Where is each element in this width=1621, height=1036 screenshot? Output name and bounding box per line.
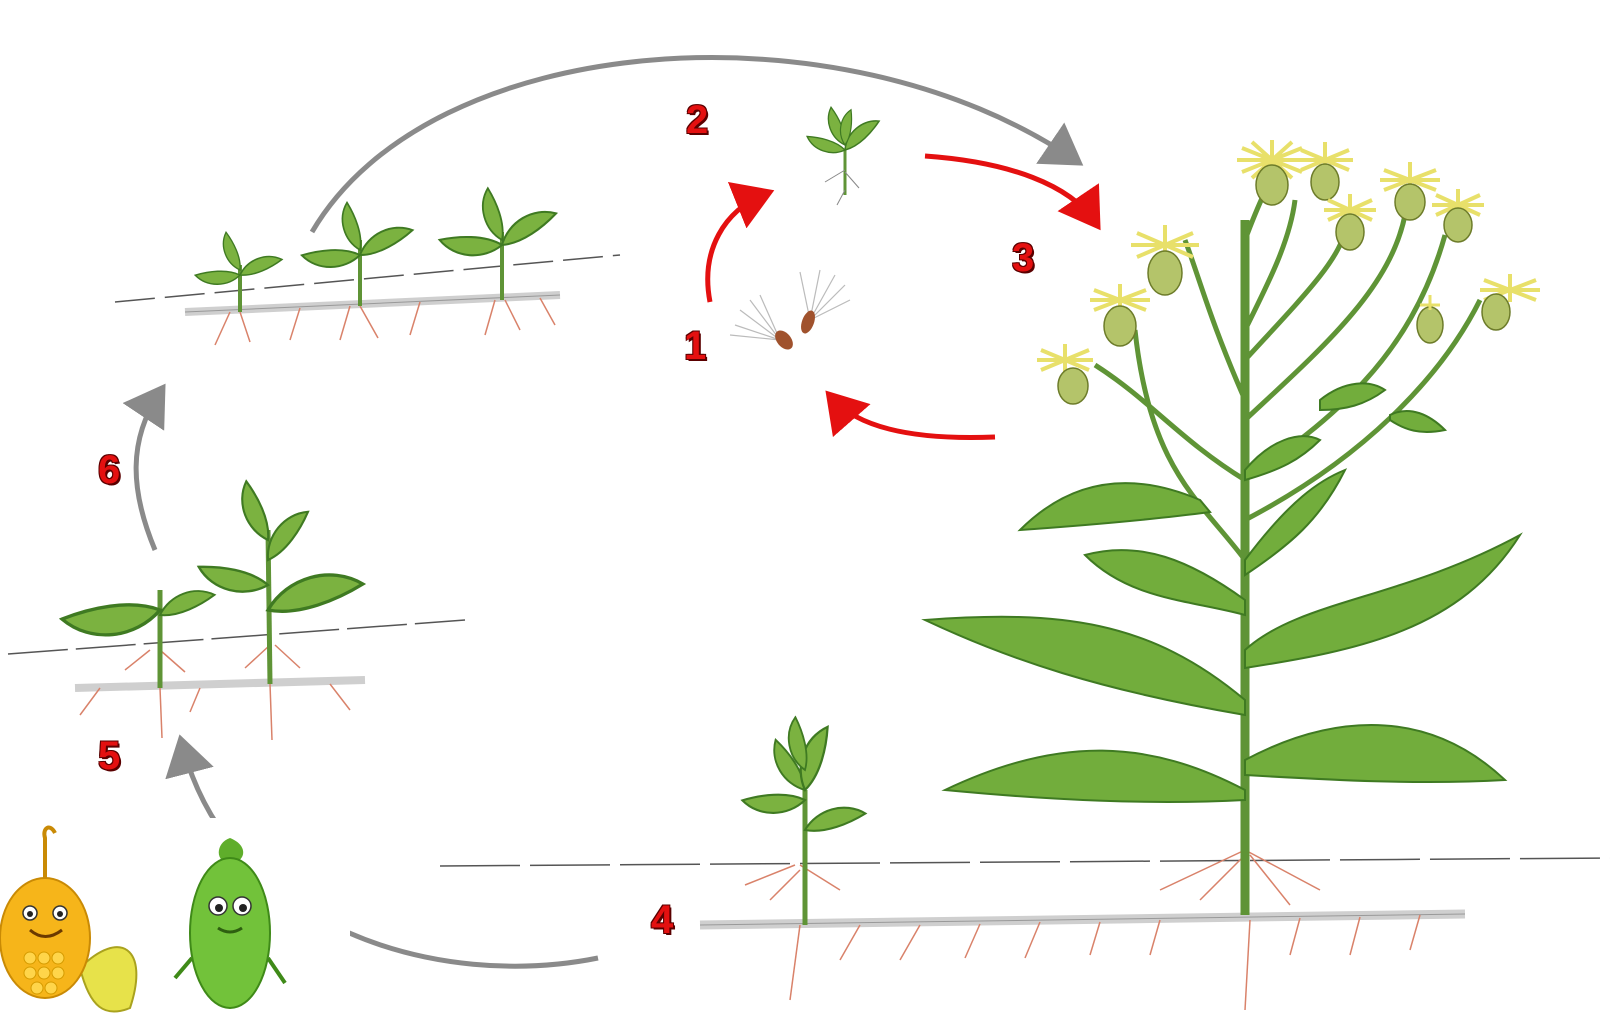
red-arrow-3-to-1 xyxy=(832,398,995,438)
rhizome-shoots-group xyxy=(185,187,561,345)
gray-arrow-6-to-3 xyxy=(312,58,1075,232)
step-label-1: 1 xyxy=(684,326,706,366)
step-label-6: 6 xyxy=(98,450,120,490)
flower-heads xyxy=(1037,140,1540,404)
seedling-illustration xyxy=(805,106,884,205)
red-arrow-2-to-3 xyxy=(925,156,1095,222)
step-label-2: 2 xyxy=(686,100,708,140)
mascot-panel xyxy=(0,818,350,1031)
step-label-4: 4 xyxy=(651,900,673,940)
rhizome-with-plants xyxy=(700,850,1465,1010)
young-shoots-group xyxy=(61,479,365,740)
seeds-illustration xyxy=(730,270,850,353)
small-plant-illustration xyxy=(741,717,866,925)
gray-arrow-5-to-6 xyxy=(136,392,160,550)
bean-mascot-icon xyxy=(175,838,285,1008)
step-label-3: 3 xyxy=(1012,238,1034,278)
red-arrow-1-to-2 xyxy=(708,194,765,302)
step-label-5: 5 xyxy=(98,736,120,776)
corn-mascot-icon xyxy=(0,828,136,1012)
